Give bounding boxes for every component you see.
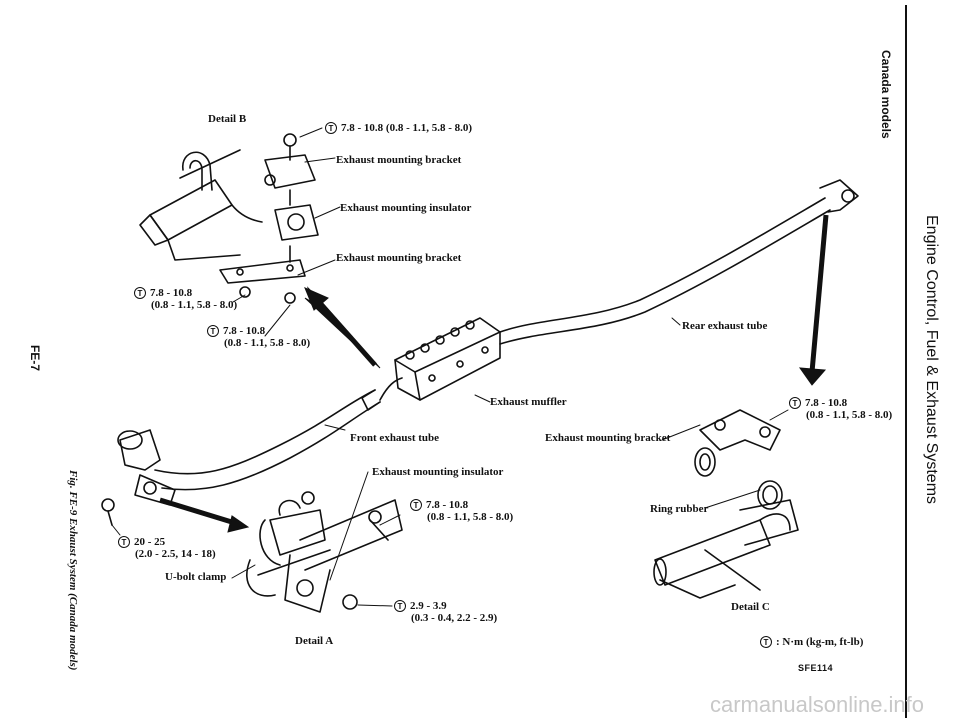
torque-value: 7.8 - 10.8 (0.8 - 1.1, 5.8 - 8.0) (341, 122, 473, 134)
label-ring-rubber: Ring rubber (650, 503, 709, 515)
torque-icon: T (789, 397, 801, 410)
torque-icon: T (394, 600, 406, 613)
torque-spec-b-top: T 7.8 - 10.8 (0.8 - 1.1, 5.8 - 8.0) (325, 122, 473, 135)
page-number: FE-7 (28, 345, 42, 372)
unit-legend: T: N·m (kg-m, ft-lb) (760, 636, 863, 649)
detail-a-title: Detail A (295, 635, 334, 647)
label-exhaust-mounting-insulator-b: Exhaust mounting insulator (340, 202, 472, 214)
torque-icon: T (207, 325, 219, 338)
callout-arrows (159, 214, 829, 533)
detail-c-drawing (653, 409, 799, 599)
detail-b-drawing (139, 133, 319, 304)
detail-b-title: Detail B (208, 113, 247, 125)
label-exhaust-mounting-bracket-bottom: Exhaust mounting bracket (336, 252, 462, 264)
torque-icon: T (118, 536, 130, 549)
label-exhaust-mounting-bracket-c: Exhaust mounting bracket (545, 432, 671, 444)
label-exhaust-mounting-bracket-top: Exhaust mounting bracket (336, 154, 462, 166)
section-title: Engine Control, Fuel & Exhaust Systems (923, 215, 940, 505)
label-exhaust-mounting-insulator-a: Exhaust mounting insulator (372, 466, 504, 478)
label-front-exhaust-tube: Front exhaust tube (350, 432, 440, 444)
front-exhaust-tube (154, 389, 381, 491)
label-rear-exhaust-tube: Rear exhaust tube (682, 320, 768, 332)
rear-exhaust-tube (499, 179, 859, 345)
detail-c-leaders (661, 409, 789, 509)
detail-a-leaders (111, 471, 401, 607)
label-u-bolt-clamp: U-bolt clamp (165, 571, 227, 583)
canada-models-heading: Canada models (879, 50, 893, 139)
torque-icon: T (325, 122, 337, 135)
torque-icon: T (410, 499, 422, 512)
detail-b-leaders (232, 127, 681, 431)
torque-icon: T (134, 287, 146, 300)
watermark: carmanualsonline.info (710, 692, 925, 717)
figure-caption: Fig. FE-9 Exhaust System (Canada models) (67, 470, 79, 671)
detail-c-title: Detail C (731, 601, 770, 613)
exhaust-muffler (379, 317, 501, 401)
label-exhaust-muffler: Exhaust muffler (490, 396, 567, 408)
figure-code: SFE114 (798, 663, 834, 673)
torque-icon: T (760, 636, 772, 649)
